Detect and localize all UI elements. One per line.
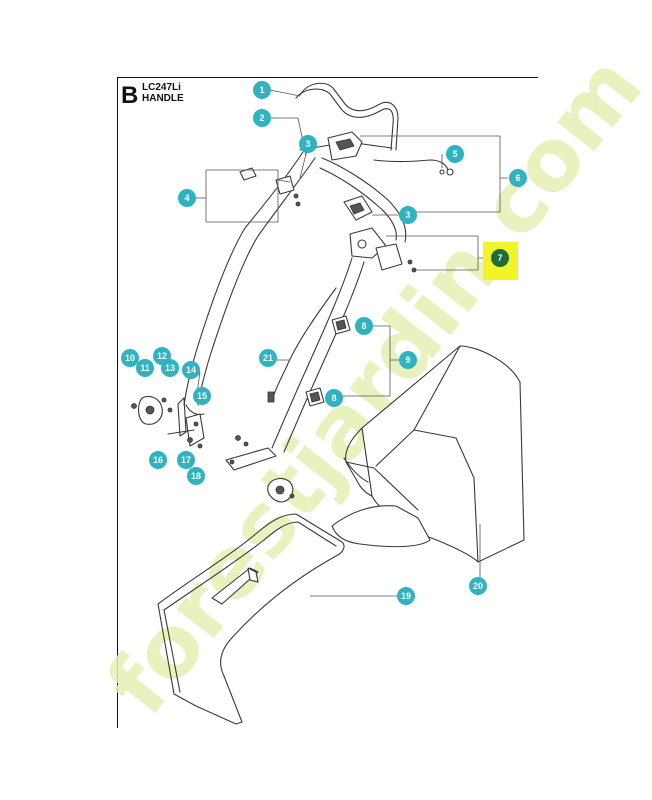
callout-3-upper: 3 (299, 135, 317, 153)
callout-9: 9 (399, 351, 417, 369)
callout-7: 7 (491, 249, 509, 267)
callout-10: 10 (121, 349, 139, 367)
svg-text:5: 5 (452, 149, 457, 159)
callout-11: 11 (136, 359, 154, 377)
svg-text:3: 3 (405, 210, 410, 220)
callout-14: 14 (182, 361, 200, 379)
callout-8-lower: 8 (325, 389, 343, 407)
handle-clip (239, 167, 301, 207)
svg-text:1: 1 (259, 85, 264, 95)
clamp-lower (305, 387, 325, 407)
left-hub-assembly (131, 395, 205, 449)
svg-text:19: 19 (401, 591, 411, 601)
svg-text:2: 2 (259, 113, 264, 123)
callout-3-lower: 3 (399, 206, 417, 224)
callout-18: 18 (187, 467, 205, 485)
svg-text:9: 9 (405, 355, 410, 365)
grass-bag-frame (157, 513, 345, 725)
callout-16: 16 (149, 451, 167, 469)
callout-17: 17 (177, 451, 195, 469)
callout-19: 19 (397, 587, 415, 605)
callout-2: 2 (253, 109, 271, 127)
callout-4: 4 (178, 189, 196, 207)
section-letter: B (121, 82, 139, 109)
svg-text:7: 7 (497, 253, 502, 263)
lower-handle-left (185, 404, 205, 416)
callout-20: 20 (469, 577, 487, 595)
svg-text:8: 8 (331, 393, 336, 403)
svg-text:18: 18 (191, 471, 201, 481)
lower-handle-right (271, 257, 365, 453)
switch-body-mid (343, 195, 373, 221)
clamp-upper (331, 315, 351, 335)
cable (373, 159, 454, 176)
callout-13: 13 (161, 359, 179, 377)
svg-text:16: 16 (153, 455, 163, 465)
svg-text:4: 4 (184, 193, 189, 203)
assembly-name: HANDLE (142, 93, 184, 104)
svg-text:21: 21 (263, 353, 273, 363)
model-code: LC247Li (142, 82, 181, 93)
handle-lock-assembly (349, 227, 417, 273)
grass-bag (331, 345, 525, 563)
svg-text:11: 11 (140, 363, 150, 373)
svg-text:20: 20 (473, 581, 483, 591)
callout-6: 6 (509, 169, 527, 187)
diagram-frame (117, 77, 538, 728)
svg-text:10: 10 (125, 353, 135, 363)
switch-box-upper (327, 131, 363, 161)
svg-text:17: 17 (181, 455, 191, 465)
right-hub-assembly (225, 435, 295, 503)
svg-text:12: 12 (157, 351, 167, 361)
callout-15: 15 (193, 387, 211, 405)
watermark: forestjardin.com (88, 38, 652, 733)
cable-21 (267, 287, 337, 403)
watermark-text: forestjardin.com (88, 38, 652, 733)
callout-1: 1 (253, 81, 271, 99)
callout-5: 5 (446, 145, 464, 163)
svg-text:6: 6 (515, 173, 520, 183)
svg-text:3: 3 (305, 139, 310, 149)
callout-21: 21 (259, 349, 277, 367)
svg-text:8: 8 (361, 321, 366, 331)
svg-text:14: 14 (186, 365, 196, 375)
svg-text:15: 15 (197, 391, 207, 401)
callout-8-upper: 8 (355, 317, 373, 335)
svg-text:13: 13 (165, 363, 175, 373)
